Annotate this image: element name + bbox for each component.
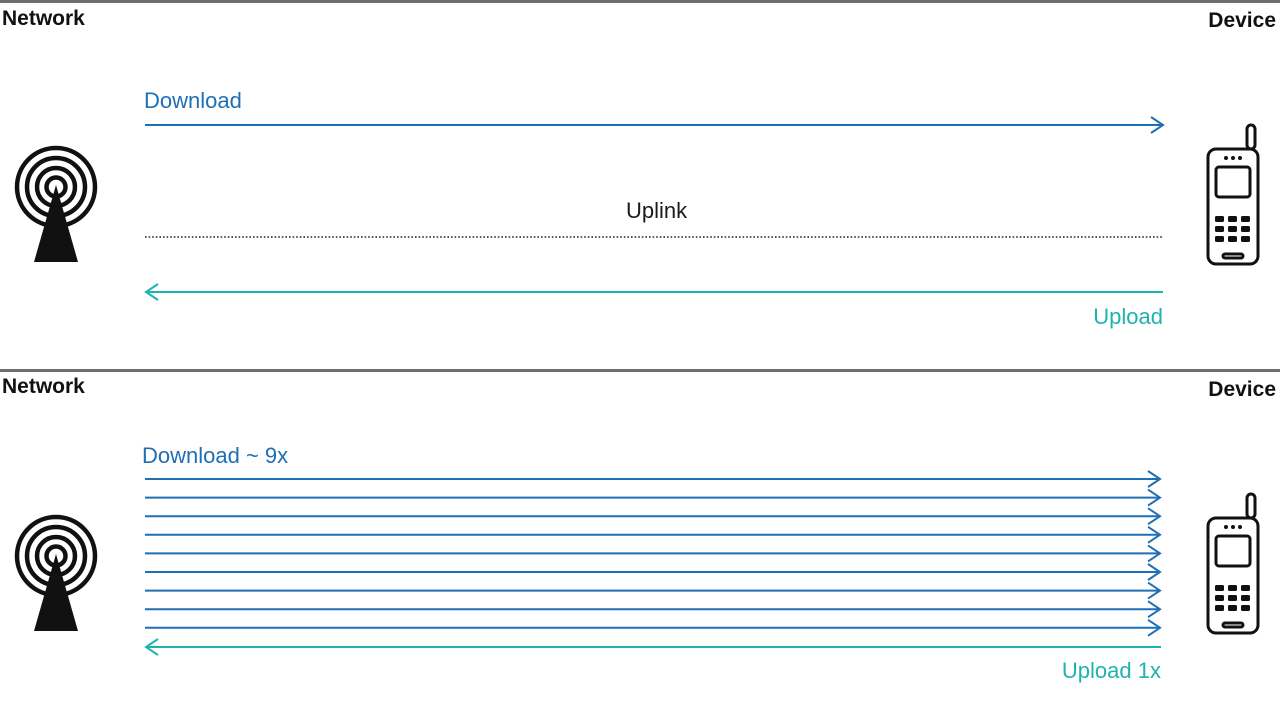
download-label-1: Download xyxy=(144,88,242,113)
radio-tower-icon xyxy=(14,145,98,262)
download-label-2: Download ~ 9x xyxy=(142,443,289,468)
upload-label-1: Upload xyxy=(1093,304,1163,329)
download-arrow xyxy=(145,470,1162,488)
upload-arrow xyxy=(144,638,1161,656)
network-label-2: Network xyxy=(2,375,85,398)
mobile-phone-icon xyxy=(1206,123,1260,266)
upload-label-2: Upload 1x xyxy=(1061,658,1161,683)
download-arrow xyxy=(145,507,1162,526)
upload-arrow xyxy=(144,283,1163,301)
download-arrow xyxy=(145,116,1165,134)
radio-tower-icon xyxy=(14,514,98,631)
download-arrow xyxy=(145,618,1162,637)
download-arrow xyxy=(145,544,1162,563)
device-label-2: Device xyxy=(1208,378,1276,401)
download-arrow xyxy=(145,563,1162,581)
download-arrow xyxy=(145,488,1162,507)
mobile-phone-icon xyxy=(1206,492,1260,635)
top-divider xyxy=(0,0,1280,3)
download-arrow xyxy=(145,525,1162,544)
network-label-1: Network xyxy=(2,7,85,30)
uplink-label: Uplink xyxy=(626,198,688,223)
download-arrow xyxy=(145,581,1162,600)
device-label-1: Device xyxy=(1208,9,1276,32)
panel-divider xyxy=(0,369,1280,372)
download-arrow xyxy=(145,600,1162,619)
